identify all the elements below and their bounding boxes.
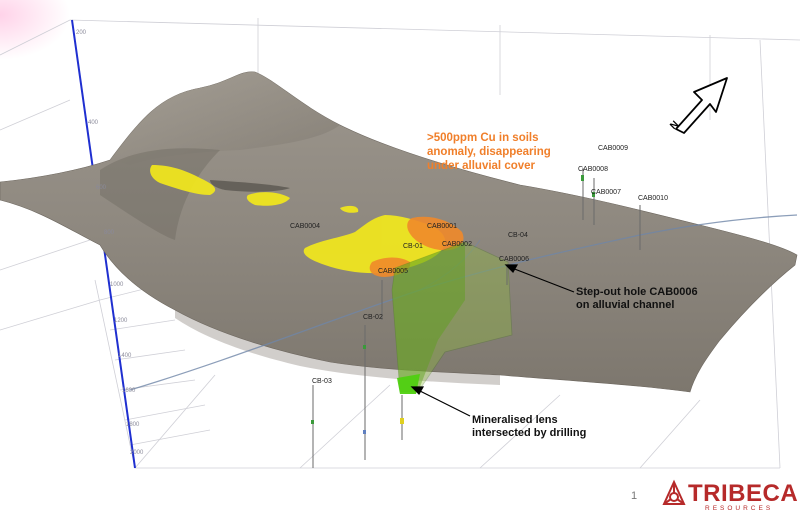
- hole-label-cab0007: CAB0007: [591, 189, 621, 196]
- axis-tick: 1200: [114, 318, 128, 324]
- axis-tick: 800: [104, 230, 115, 236]
- hole-label-cab0002: CAB0002: [442, 241, 472, 248]
- page-number: 1: [631, 490, 638, 502]
- axis-tick: 400: [88, 120, 99, 126]
- hole-label-cb-04: CB-04: [508, 232, 528, 239]
- step-out-line-1: Step-out hole CAB0006: [576, 286, 698, 298]
- lens-line-1: Mineralised lens: [472, 414, 558, 426]
- north-arrow-icon: [675, 77, 728, 134]
- axis-tick: 1800: [126, 422, 140, 428]
- slope-shadow: [175, 310, 500, 385]
- valley-shadow: [100, 148, 220, 240]
- mineralised-lens-face: [392, 242, 465, 392]
- step-out-line-2: on alluvial channel: [576, 299, 675, 311]
- axis-tick: 1600: [122, 388, 136, 394]
- soil-anomaly-line-3: under alluvial cover: [427, 160, 536, 172]
- axis-tick: 1400: [118, 353, 132, 359]
- alluvial-channel: [129, 214, 798, 391]
- mineralised-lens-volume: [391, 241, 513, 393]
- hole-label-cab0010: CAB0010: [638, 195, 668, 202]
- step-out-annotation: Step-out hole CAB0006 on alluvial channe…: [576, 286, 698, 312]
- hole-label-cab0006: CAB0006: [499, 256, 529, 263]
- axis-tick: 200: [76, 30, 87, 36]
- hole-label-cab0005: CAB0005: [378, 268, 408, 275]
- lens-line-2: intersected by drilling: [472, 427, 587, 439]
- logo-tagline: RESOURCES: [705, 505, 774, 512]
- channel-branch: [419, 239, 481, 291]
- soil-anomaly-line-1: >500ppm Cu in soils: [427, 132, 539, 144]
- hole-label-cab0008: CAB0008: [578, 166, 608, 173]
- axis-tick: 2000: [130, 450, 144, 456]
- soil-anomaly-line-2: anomaly, disappearing: [427, 146, 551, 158]
- ridge-shading: [110, 71, 340, 165]
- hole-label-cb-01: CB-01: [403, 243, 423, 250]
- hole-label-cb-03: CB-03: [312, 378, 332, 385]
- tribeca-logo-icon: [662, 479, 686, 505]
- hole-label-cab0009: CAB0009: [598, 145, 628, 152]
- dark-outcrop: [210, 180, 290, 192]
- axis-tick: 600: [96, 185, 107, 191]
- lens-annotation: Mineralised lens intersected by drilling: [472, 414, 586, 440]
- axis-tick: 1000: [110, 282, 124, 288]
- logo-wordmark: TRIBECA: [688, 480, 799, 507]
- soil-anomaly-annotation: >500ppm Cu in soils anomaly, disappearin…: [427, 131, 551, 173]
- hole-label-cab0001: CAB0001: [427, 223, 457, 230]
- drill-hole-markers: [311, 175, 595, 434]
- corner-haze: [0, 0, 70, 60]
- hole-label-cab0004: CAB0004: [290, 223, 320, 230]
- hole-label-cb-02: CB-02: [363, 314, 383, 321]
- annotation-arrows: [410, 264, 575, 417]
- soil-anomaly-orange: [369, 216, 464, 277]
